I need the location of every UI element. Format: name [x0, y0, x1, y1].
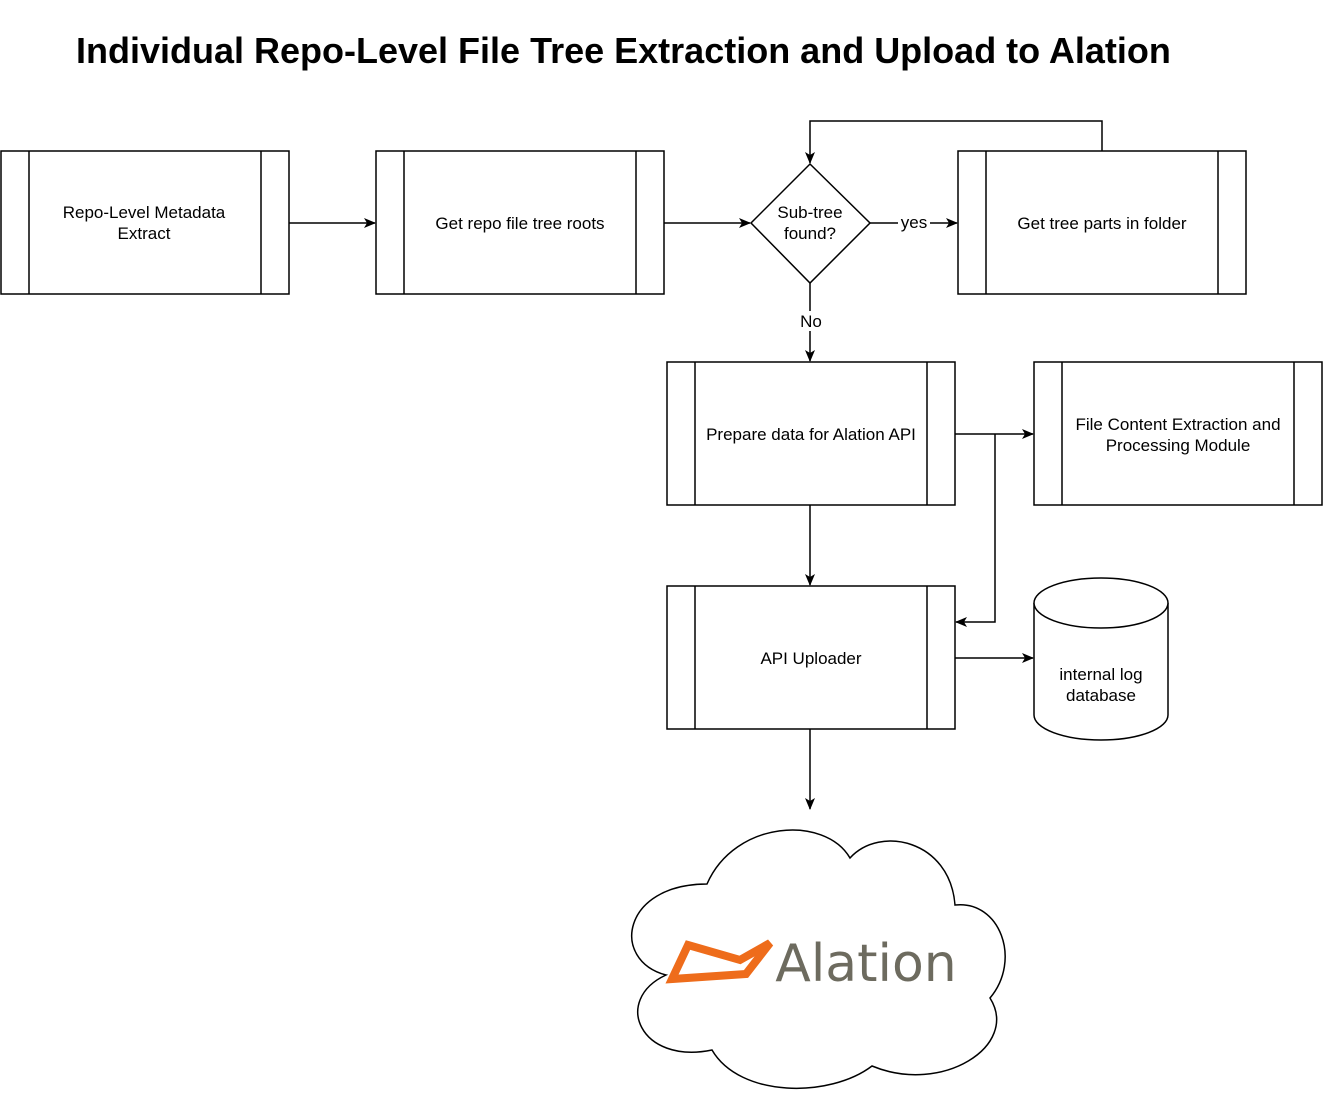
node-get-repo-file-tree-roots[interactable]: Get repo file tree roots [375, 150, 665, 295]
node-label: database [1066, 686, 1136, 705]
edge-decision-no: No [796, 283, 826, 362]
node-label: Prepare data for Alation API [706, 425, 916, 444]
alation-logo-text: Alation [775, 934, 957, 994]
edge-file-content-to-uploader [955, 434, 996, 627]
edge-loop-back [805, 120, 1103, 164]
node-alation-cloud[interactable]: Alation [631, 829, 1006, 1090]
edge-label-yes: yes [901, 213, 927, 232]
node-get-tree-parts-in-folder[interactable]: Get tree parts in folder [957, 150, 1247, 295]
node-label: API Uploader [760, 649, 861, 668]
node-api-uploader[interactable]: API Uploader [666, 585, 956, 730]
node-label: Get tree parts in folder [1017, 214, 1186, 233]
edge-decision-yes: yes [870, 212, 958, 232]
node-file-content-extraction[interactable]: File Content Extraction and Processing M… [1033, 361, 1323, 506]
node-label: Processing Module [1106, 436, 1251, 455]
node-label: Get repo file tree roots [435, 214, 604, 233]
cloud-shape [631, 829, 1006, 1090]
node-internal-log-database[interactable]: internal log database [1033, 577, 1169, 741]
node-label: Extract [118, 224, 171, 243]
node-prepare-data[interactable]: Prepare data for Alation API [666, 361, 956, 506]
diagram-title: Individual Repo-Level File Tree Extracti… [76, 30, 1171, 71]
decision-label: Sub-tree [777, 203, 842, 222]
node-label: internal log [1059, 665, 1142, 684]
edge-label-no: No [800, 312, 822, 331]
decision-subtree-found[interactable]: Sub-tree found? [749, 162, 872, 285]
alation-logo-mark-icon [665, 939, 774, 984]
node-label: Repo-Level Metadata [63, 203, 226, 222]
node-label: File Content Extraction and [1075, 415, 1280, 434]
node-repo-metadata-extract[interactable]: Repo-Level Metadata Extract [0, 150, 290, 295]
decision-label: found? [784, 224, 836, 243]
